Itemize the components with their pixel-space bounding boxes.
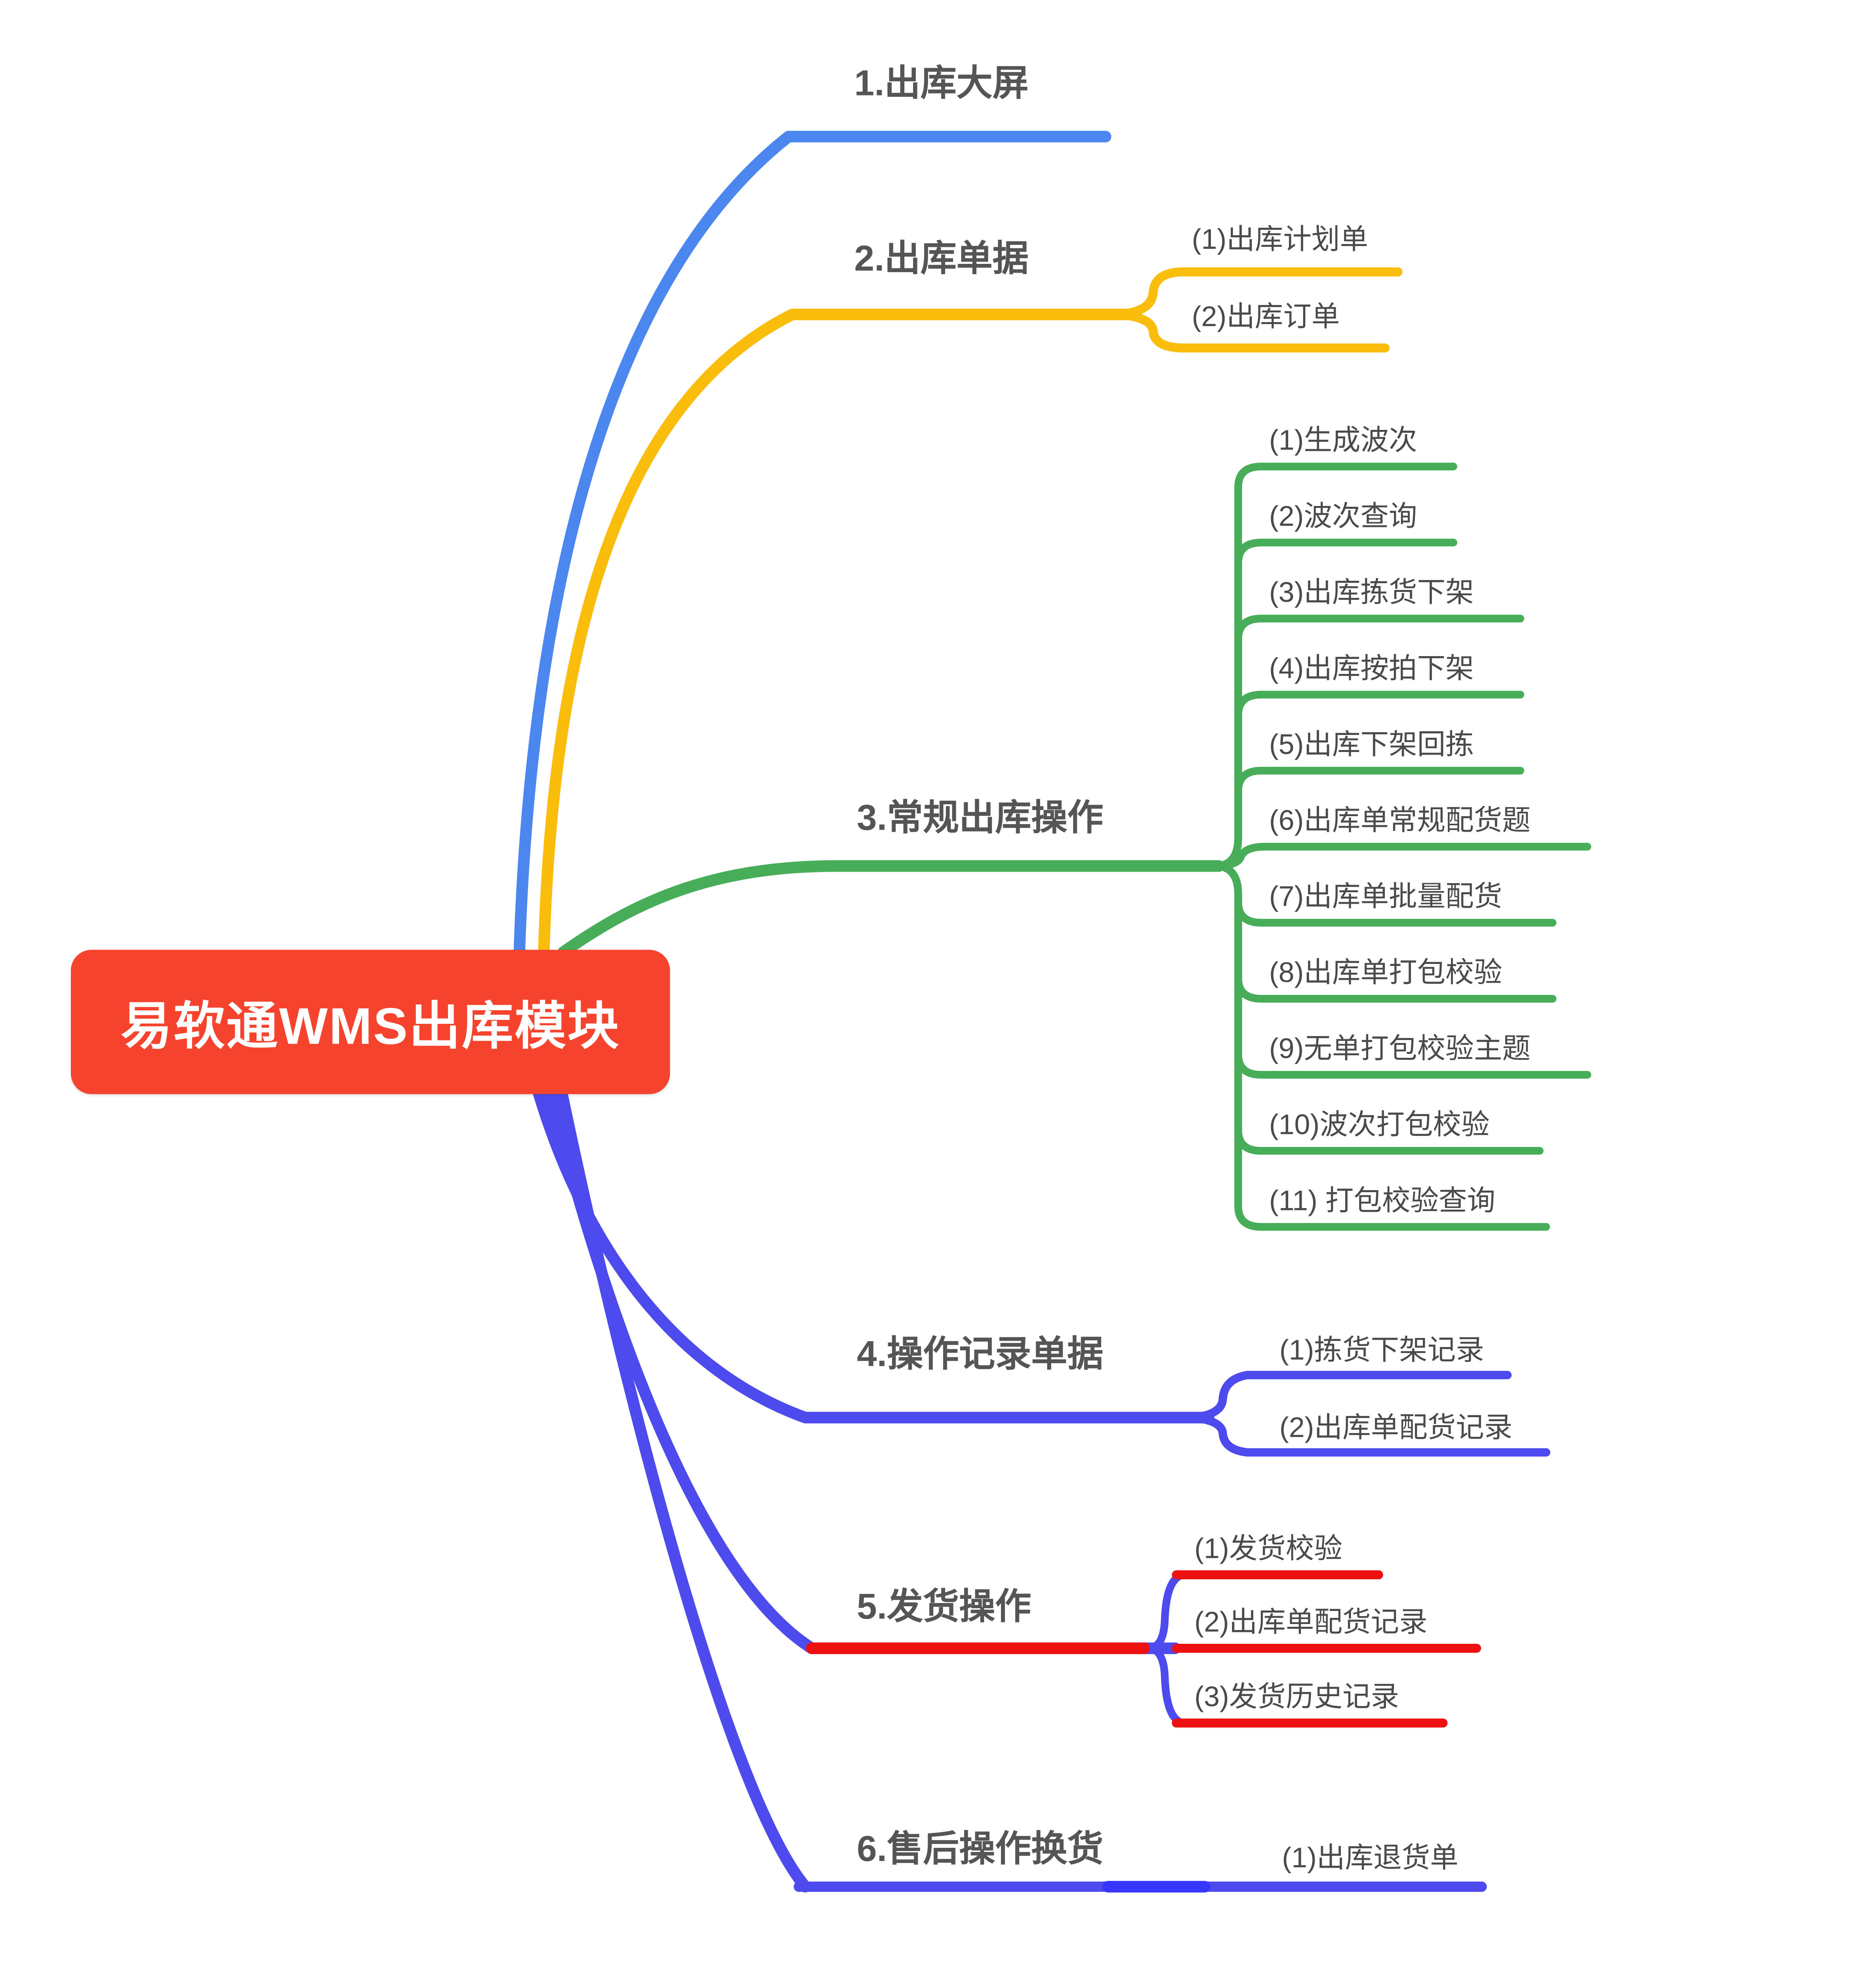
branch-3-connector [557, 462, 1592, 1231]
branch-3-child-2[interactable]: (2)波次查询 [1269, 500, 1417, 532]
branch-5-child-2[interactable]: (2)出库单配货记录 [1194, 1605, 1428, 1638]
branch-1-connector [513, 131, 1111, 962]
branch-3-child-7[interactable]: (7)出库单批量配货 [1269, 880, 1502, 912]
branch-label-4[interactable]: 4.操作记录单据 [857, 1334, 1104, 1374]
root-node[interactable]: 易软通WMS出库模块 [71, 950, 670, 1094]
branch-label-1[interactable]: 1.出库大屏 [854, 63, 1029, 103]
branch-6-child-1[interactable]: (1)出库退货单 [1282, 1842, 1458, 1874]
branch-3-child-8[interactable]: (8)出库单打包校验 [1269, 956, 1502, 989]
branch-4-connector [532, 1087, 1550, 1457]
branch-label-6[interactable]: 6.售后操作换货 [857, 1828, 1104, 1869]
branch-3-child-9[interactable]: (9)无单打包校验主题 [1269, 1032, 1531, 1065]
branch-3-child-3[interactable]: (3)出库拣货下架 [1269, 576, 1474, 609]
branch-label-3[interactable]: 3.常规出库操作 [857, 798, 1104, 838]
branch-3-child-1[interactable]: (1)生成波次 [1269, 424, 1417, 456]
branch-6-connector [556, 1087, 1487, 1893]
branch-4-child-1[interactable]: (1)拣货下架记录 [1279, 1334, 1484, 1366]
branch-2-child-1[interactable]: (1)出库计划单 [1192, 223, 1369, 256]
branch-5-child-3[interactable]: (3)发货历史记录 [1194, 1680, 1399, 1713]
branch-5-child-1[interactable]: (1)发货校验 [1194, 1532, 1342, 1565]
branch-3-child-5[interactable]: (5)出库下架回拣 [1269, 728, 1474, 761]
branch-5-connector [544, 1087, 1481, 1728]
branch-3-child-6[interactable]: (6)出库单常规配货题 [1269, 804, 1531, 837]
branch-2-child-2[interactable]: (2)出库订单 [1192, 300, 1340, 333]
branch-3-child-10[interactable]: (10)波次打包校验 [1269, 1108, 1490, 1141]
branch-2-connector [538, 267, 1403, 962]
branch-3-child-11[interactable]: (11) 打包校验查询 [1269, 1184, 1496, 1217]
branch-3-child-4[interactable]: (4)出库按拍下架 [1269, 652, 1474, 685]
branch-label-5[interactable]: 5.发货操作 [857, 1586, 1031, 1626]
branch-4-child-2[interactable]: (2)出库单配货记录 [1279, 1411, 1513, 1444]
branch-label-2[interactable]: 2.出库单据 [854, 238, 1029, 279]
